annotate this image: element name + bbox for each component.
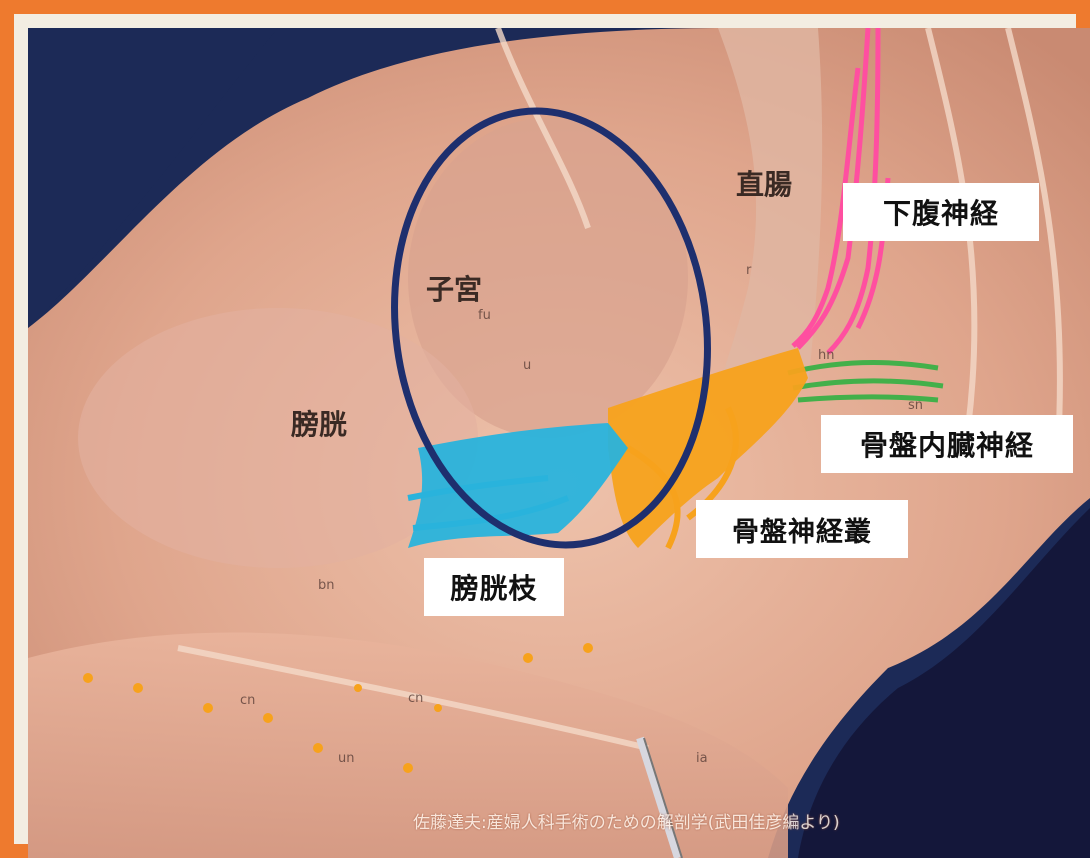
uterus-outline-ellipse bbox=[391, 107, 711, 549]
mark-u: u bbox=[523, 358, 532, 373]
label-uterus: 子宮 bbox=[426, 273, 483, 306]
dissection-illustration bbox=[28, 28, 1090, 858]
label-bladder-branch: 膀胱枝 bbox=[424, 558, 564, 616]
label-hypogastric-nerve: 下腹神経 bbox=[843, 183, 1039, 241]
label-pelvic-plexus: 骨盤神経叢 bbox=[696, 500, 908, 558]
mark-cn-right: cn bbox=[408, 691, 424, 706]
surgical-instrument bbox=[636, 736, 682, 858]
mark-un: un bbox=[338, 751, 355, 766]
label-rectum: 直腸 bbox=[736, 168, 793, 201]
label-bladder: 膀胱 bbox=[291, 408, 348, 441]
orange-markers bbox=[83, 643, 593, 773]
mark-hn: hn bbox=[818, 348, 835, 363]
label-pelvic-splanchnic-nerve: 骨盤内臓神経 bbox=[821, 415, 1073, 473]
mark-sn: sn bbox=[908, 398, 924, 413]
mark-fu: fu bbox=[478, 308, 491, 323]
right-dark-region bbox=[798, 508, 1090, 858]
rectum-tissue bbox=[718, 28, 823, 388]
mark-ia: ia bbox=[696, 751, 708, 766]
image-credit: 佐藤達夫:産婦人科手術のための解剖学(武田佳彦編より) bbox=[413, 813, 840, 833]
uterus-tissue bbox=[408, 118, 688, 438]
mark-bn: bn bbox=[318, 578, 335, 593]
bladder-branch-nerves bbox=[408, 423, 628, 548]
mark-cn-left: cn bbox=[240, 693, 256, 708]
anatomy-photo: 直腸 子宮 膀胱 下腹神経 骨盤内臓神経 骨盤神経叢 膀胱枝 fu u r hn… bbox=[28, 28, 1090, 858]
bladder-tissue bbox=[78, 308, 478, 568]
lower-tissue-band bbox=[28, 632, 788, 858]
left-dark-region bbox=[28, 28, 278, 328]
mark-r: r bbox=[746, 263, 752, 278]
